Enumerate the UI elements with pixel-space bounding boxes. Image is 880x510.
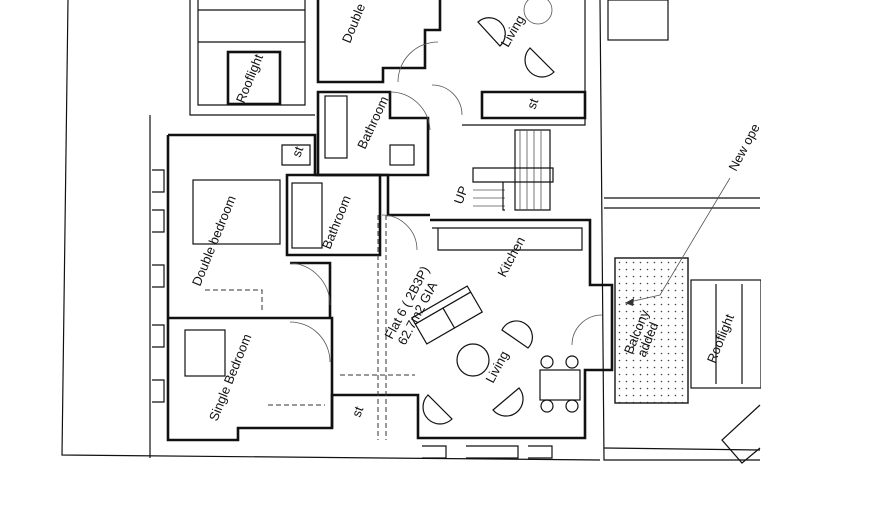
single-bedroom-label: Single Bedroom — [206, 332, 255, 423]
kitchen-label: Kitchen — [494, 234, 528, 279]
stair-up-label: UP — [451, 184, 471, 206]
rooflight-top-label: Rooflight — [233, 52, 266, 106]
double-bedroom-label: Double bedroom — [189, 193, 239, 288]
bathroom-label: Bathroom — [319, 193, 354, 251]
rooflight-right-label: Rooflight — [704, 312, 737, 366]
staircase: UP — [451, 129, 554, 211]
flat-6: Double bedroom st Bathroom Kitchen Flat … — [152, 133, 614, 459]
bathroom-top-label: Bathroom — [354, 94, 391, 151]
store-bedroom-label: st — [289, 144, 307, 159]
living-top-label: Living — [498, 13, 528, 50]
rooflight-right: Rooflight — [690, 279, 762, 464]
balcony: Balcony added — [614, 257, 689, 404]
annotation-label: New ope — [725, 121, 762, 173]
rooflight-top: Rooflight — [197, 0, 306, 106]
upper-flat: Double Living st Bathroom — [316, 0, 669, 177]
site-boundary — [61, 0, 761, 461]
store-top-label: st — [524, 96, 542, 111]
store-hall-label: st — [349, 404, 367, 419]
double-top-label: Double — [339, 1, 368, 45]
